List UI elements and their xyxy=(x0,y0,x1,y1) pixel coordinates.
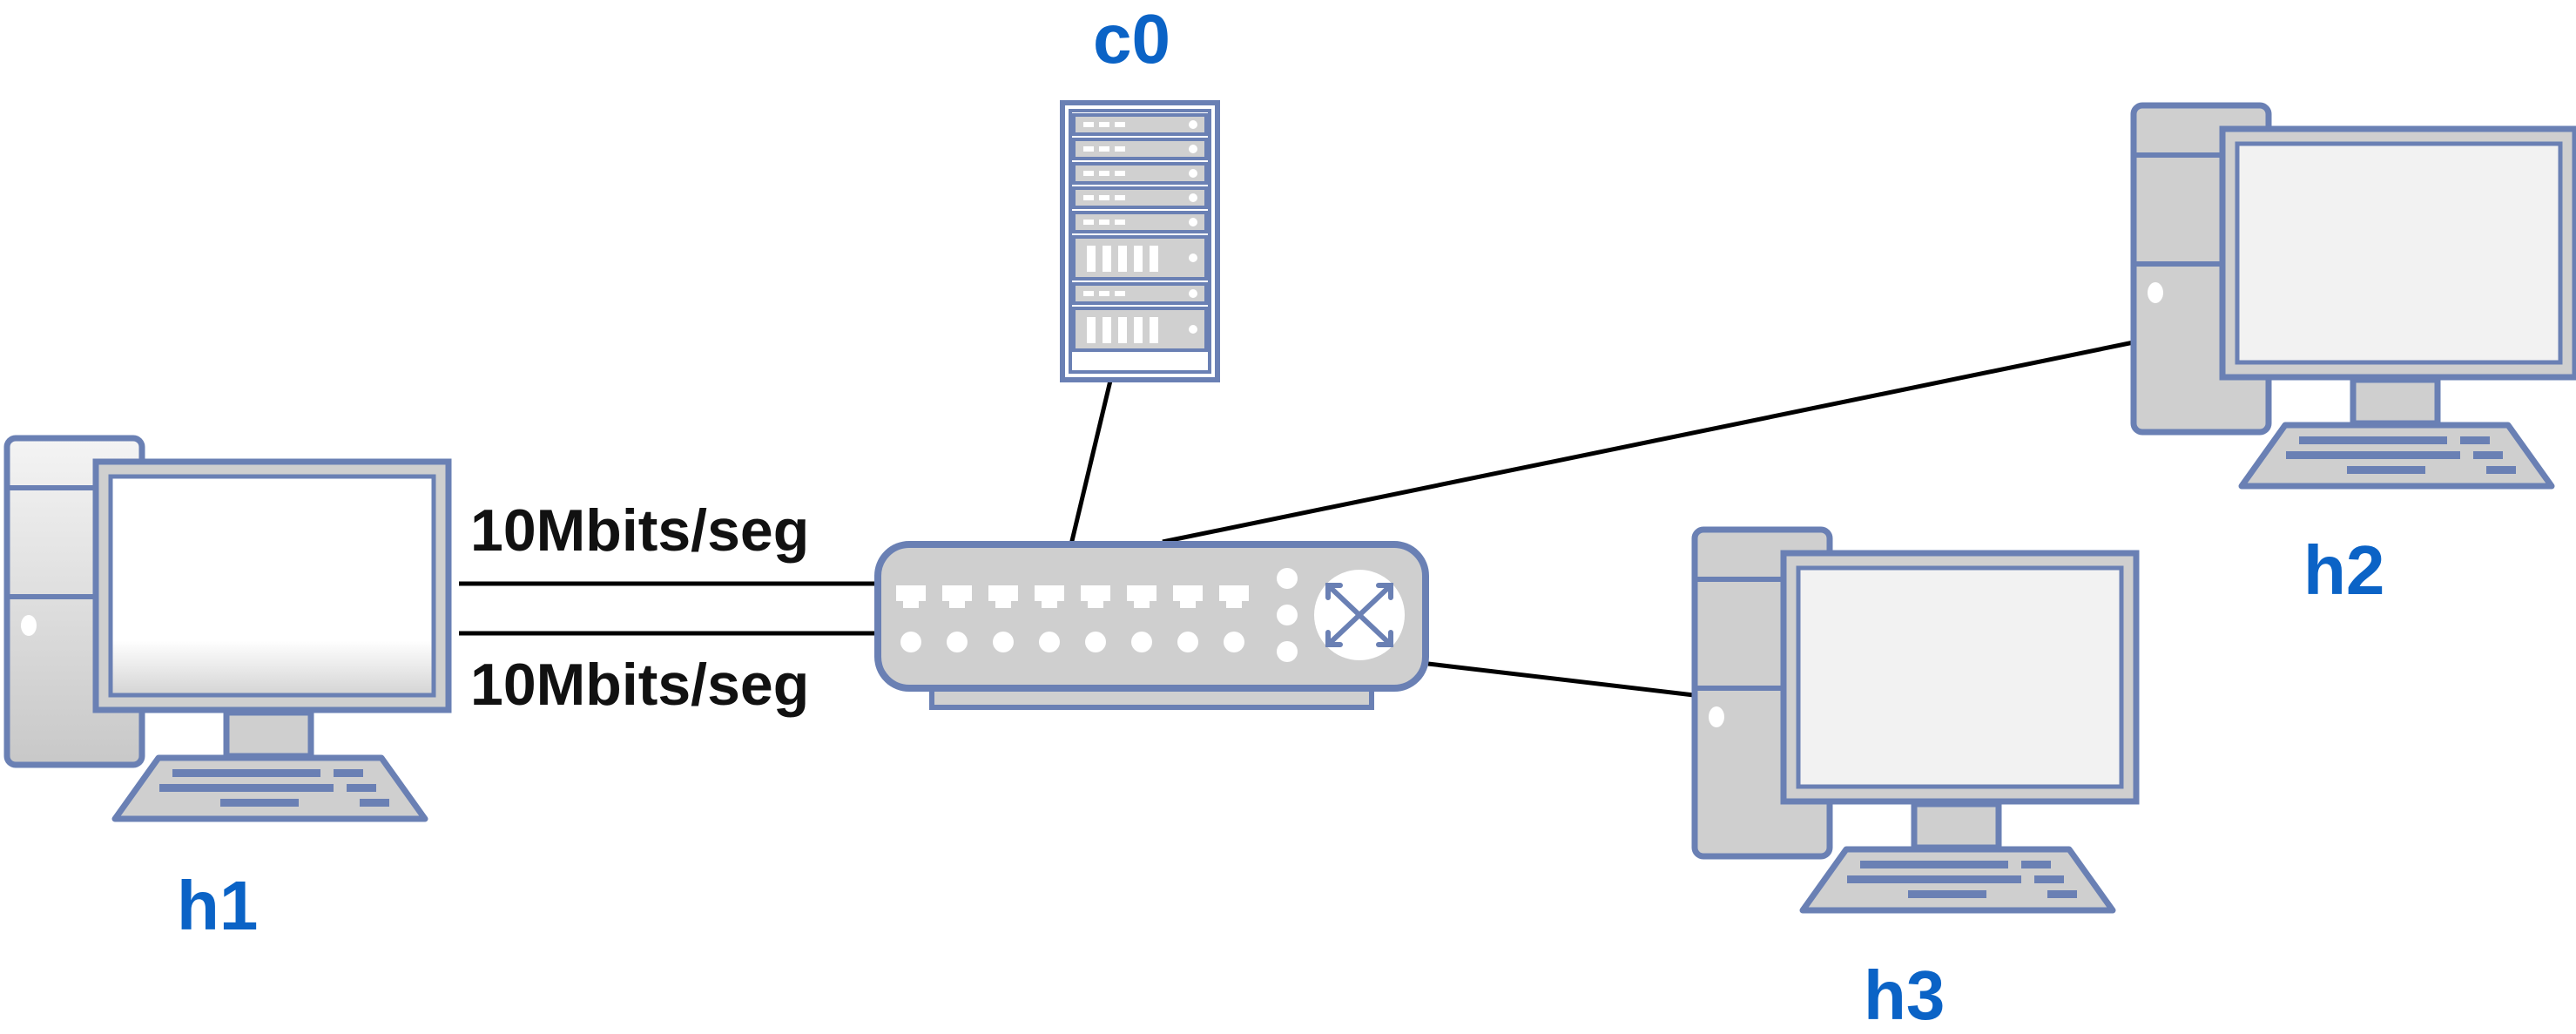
switch-arrows-icon xyxy=(1325,583,1393,647)
link-switch-h2 xyxy=(1162,340,2134,544)
controller-label: c0 xyxy=(1093,0,1170,78)
desktop-computer-icon xyxy=(3,435,452,822)
desktop-computer-icon xyxy=(2130,102,2576,490)
links xyxy=(459,340,2134,698)
link-switch-h3 xyxy=(1427,661,1695,698)
server-rack-icon xyxy=(1060,100,1220,382)
link-c0-switch xyxy=(1069,380,1113,545)
link-h1-lower-bandwidth-label: 10Mbits/seg xyxy=(470,652,810,718)
network-switch-icon xyxy=(874,541,1429,710)
host-h3-label: h3 xyxy=(1864,956,1945,1034)
host-h1-label: h1 xyxy=(177,867,259,944)
host-h2-label: h2 xyxy=(2303,531,2385,609)
desktop-computer-icon xyxy=(1691,526,2140,914)
link-h1-upper-bandwidth-label: 10Mbits/seg xyxy=(470,497,810,564)
